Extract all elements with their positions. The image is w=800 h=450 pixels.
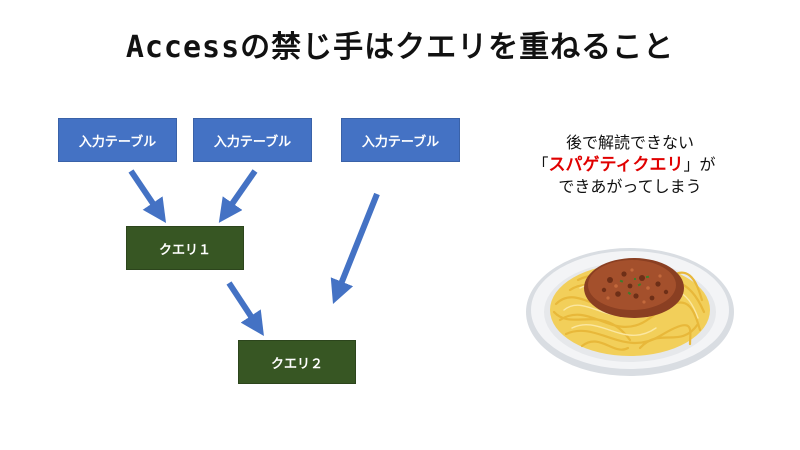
note-bracket-close: 」が xyxy=(683,155,716,174)
query-label: クエリ１ xyxy=(158,242,211,258)
arrow-table3-to-query2 xyxy=(330,192,380,305)
note-highlight: スパゲティクエリ xyxy=(548,155,684,175)
note-line-3: できあがってしまう xyxy=(558,177,702,196)
note-bracket-open: 「 xyxy=(532,155,549,174)
page-title: Accessの禁じ手はクエリを重ねること xyxy=(125,30,675,65)
note-line-1: 後で解読できない xyxy=(565,133,694,152)
input-table-label: 入力テーブル xyxy=(78,134,157,150)
query-box-2: クエリ２ xyxy=(238,340,356,384)
spaghetti-plate-icon xyxy=(526,248,734,376)
arrow-table2-to-query1 xyxy=(218,169,258,223)
arrow-table1-to-query1 xyxy=(128,169,167,223)
query-label: クエリ２ xyxy=(270,356,323,372)
arrow-query1-to-query2 xyxy=(226,281,264,337)
warning-note: 後で解読できない 「スパゲティクエリ」が できあがってしまう xyxy=(520,132,740,198)
input-table-label: 入力テーブル xyxy=(213,134,292,150)
note-line-2: 「スパゲティクエリ」が xyxy=(514,154,734,176)
input-table-box-3: 入力テーブル xyxy=(341,118,460,162)
query-box-1: クエリ１ xyxy=(126,226,244,270)
input-table-box-2: 入力テーブル xyxy=(193,118,312,162)
input-table-label: 入力テーブル xyxy=(361,134,440,150)
input-table-box-1: 入力テーブル xyxy=(58,118,177,162)
